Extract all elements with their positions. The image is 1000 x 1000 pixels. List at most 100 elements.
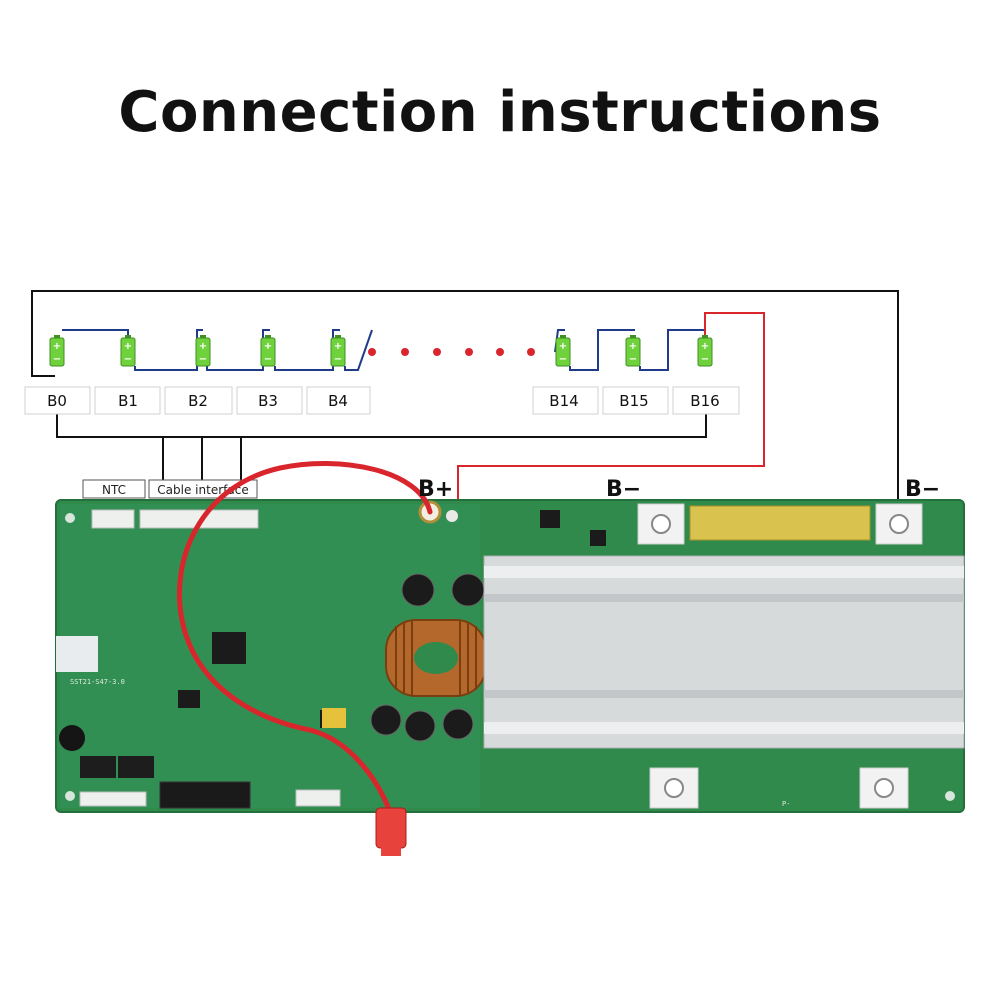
mount-hole: [65, 791, 75, 801]
svg-text:+: +: [264, 341, 272, 352]
toroid-inductor: [385, 619, 487, 697]
b-plus-label: B+: [418, 477, 453, 502]
ic-chip: [540, 510, 560, 528]
series-link: [569, 329, 635, 371]
shunt-resistor: [689, 505, 871, 541]
svg-text:+: +: [53, 341, 61, 352]
svg-text:B2: B2: [188, 392, 208, 410]
b-minus-center-label: B−: [606, 477, 641, 502]
capacitor: [370, 704, 402, 736]
mcu-chip: [212, 632, 246, 664]
p-minus-silkscreen: P-: [782, 800, 790, 808]
black-wires: [31, 290, 899, 500]
svg-text:−: −: [124, 354, 132, 365]
ic-chip: [590, 530, 606, 546]
b-minus-pad-center: [637, 503, 685, 545]
ntc-connector: [91, 509, 135, 529]
svg-text:−: −: [264, 354, 272, 365]
capacitor: [451, 573, 485, 607]
series-link: [274, 329, 340, 371]
cell-label-b2: B2: [164, 386, 233, 415]
svg-text:−: −: [701, 354, 709, 365]
battery-icon: + −: [260, 335, 276, 367]
svg-text:+: +: [701, 341, 709, 352]
battery-icon: + −: [49, 335, 65, 367]
lower-connector: [295, 789, 341, 807]
p-minus-pad-left: [649, 767, 699, 809]
ellipsis-dot: [433, 348, 441, 356]
model-silkscreen: SST21-S47-3.0: [70, 678, 125, 686]
bms-board: NTC Cable interface SST21-S47-3.0: [55, 460, 965, 856]
relay: [118, 756, 154, 778]
svg-text:−: −: [559, 354, 567, 365]
svg-text:−: −: [199, 354, 207, 365]
pin-header: [159, 781, 251, 809]
qr-sticker: [56, 636, 98, 672]
svg-text:B1: B1: [118, 392, 138, 410]
svg-text:−: −: [53, 354, 61, 365]
mount-hole: [945, 791, 955, 801]
cell-label-b15: B15: [602, 386, 669, 415]
buzzer: [59, 725, 85, 751]
red-lead-wire: [176, 460, 433, 815]
ellipsis-dots: [368, 348, 535, 356]
series-link: [134, 329, 203, 371]
mount-hole: [65, 513, 75, 523]
ellipsis-dot: [496, 348, 504, 356]
relay: [80, 756, 116, 778]
ellipsis-dot: [527, 348, 535, 356]
side-connector: [79, 791, 147, 807]
page-title: Connection instructions: [118, 80, 882, 145]
red-lead-connector: [375, 807, 407, 856]
svg-text:B14: B14: [549, 392, 578, 410]
battery-icon: + −: [120, 335, 136, 367]
b-plus-wire: [457, 312, 765, 500]
svg-text:−: −: [629, 354, 637, 365]
series-links: [62, 329, 705, 371]
capacitor: [404, 710, 436, 742]
ellipsis-dot: [401, 348, 409, 356]
svg-text:B16: B16: [690, 392, 719, 410]
series-link: [344, 329, 373, 371]
p-minus-pad-right: [859, 767, 909, 809]
cell-label-b3: B3: [236, 386, 303, 415]
ic-chip: [178, 690, 200, 708]
capacitor: [401, 573, 435, 607]
series-link: [62, 329, 129, 338]
ntc-label: NTC: [82, 479, 146, 499]
b-minus-top-wire: [31, 290, 899, 500]
b-minus-right-label: B−: [905, 477, 940, 502]
svg-text:+: +: [629, 341, 637, 352]
cell-label-b14: B14: [532, 386, 599, 415]
svg-text:+: +: [334, 341, 342, 352]
svg-text:B15: B15: [619, 392, 648, 410]
cell-labels: B0 B1 B2 B3 B4 B14 B15 B16: [24, 386, 740, 415]
series-link: [206, 329, 270, 371]
series-link: [639, 329, 705, 371]
heatsink: [483, 555, 965, 749]
battery-icon: + −: [697, 335, 713, 367]
svg-text:B4: B4: [328, 392, 348, 410]
transformer: [322, 708, 346, 728]
svg-text:+: +: [559, 341, 567, 352]
cell-label-b1: B1: [94, 386, 161, 415]
cell-label-b4: B4: [306, 386, 371, 415]
battery-icon: + −: [195, 335, 211, 367]
b-minus-pad-right: [875, 503, 923, 545]
battery-icon: + −: [330, 335, 346, 367]
svg-text:B3: B3: [258, 392, 278, 410]
battery-cells: + − + − + − + − + −: [49, 335, 713, 367]
battery-icon: + −: [555, 335, 571, 367]
battery-icon: + −: [625, 335, 641, 367]
ellipsis-dot: [368, 348, 376, 356]
cell-label-b16: B16: [672, 386, 740, 415]
ellipsis-dot: [465, 348, 473, 356]
capacitor: [442, 708, 474, 740]
svg-text:+: +: [199, 341, 207, 352]
cell-label-b0: B0: [24, 386, 91, 415]
svg-text:−: −: [334, 354, 342, 365]
svg-text:+: +: [124, 341, 132, 352]
svg-text:NTC: NTC: [102, 483, 126, 497]
svg-text:B0: B0: [47, 392, 67, 410]
